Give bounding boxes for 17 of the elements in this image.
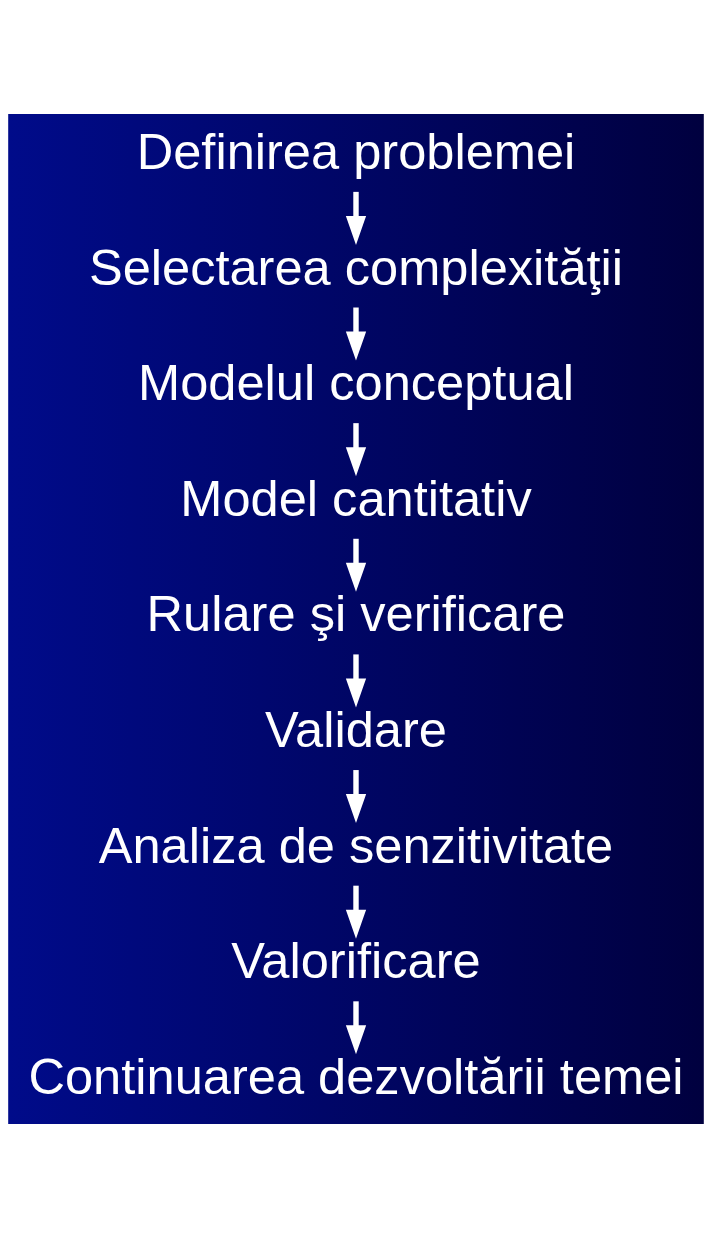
node-text: Rulare şi verificare <box>146 585 566 643</box>
node-text: Continuarea dezvoltării temei <box>28 1048 684 1106</box>
arrow <box>345 307 367 361</box>
arrow <box>345 654 367 708</box>
node-text: Analiza de senzitivitate <box>98 816 614 874</box>
node-text: Valorificare <box>231 932 481 990</box>
node-text: Validare <box>265 701 447 759</box>
arrow <box>345 1001 367 1055</box>
arrow <box>345 191 367 245</box>
arrow <box>345 538 367 592</box>
arrow <box>345 423 367 477</box>
node-text: Model cantitativ <box>180 469 532 527</box>
arrow <box>345 885 367 939</box>
node-text: Selectarea complexităţii <box>88 238 624 296</box>
node-text: Modelul conceptual <box>138 354 574 412</box>
arrow <box>345 770 367 824</box>
node-text: Definirea problemei <box>136 122 576 180</box>
